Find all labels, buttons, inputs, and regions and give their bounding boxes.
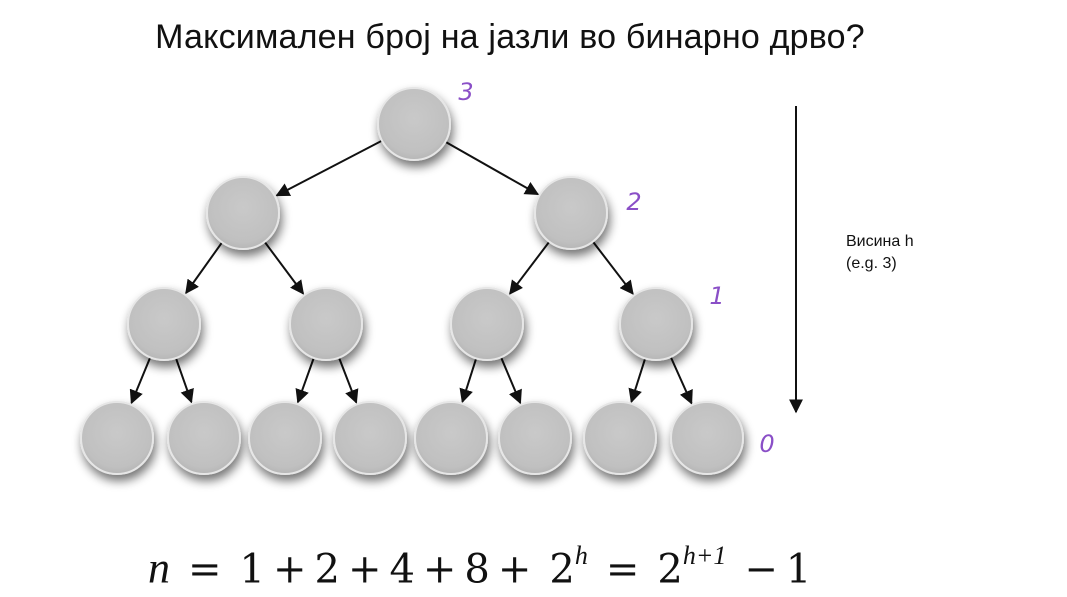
formula-lhs: n [148,543,170,593]
tree-edge-2-1-right [338,357,359,404]
tree-edge-1-1-right [592,240,634,295]
tree-edge-0-0-right [444,140,540,196]
tree-node-level3-5 [498,401,572,475]
formula-equals: = [188,546,222,593]
tree-node-level3-4 [414,401,488,475]
level-mark-2: 1 [709,282,724,310]
tree-edge-2-3-right [669,356,693,405]
formula-minus: − [744,546,778,593]
formula-equals-2: = [605,546,640,593]
level-mark-0: 3 [458,78,473,106]
tree-node-level0-0 [377,87,451,161]
tree-edge-0-0-left [275,139,383,197]
formula-result-exponent: h+1 [682,541,727,570]
tree-edge-2-2-left [459,357,478,404]
height-label-line2: (e.g. 3) [846,255,897,272]
tree-node-level1-0 [206,176,280,250]
formula-term-2h-exponent: h [574,541,588,570]
tree-node-level1-1 [534,176,608,250]
formula-term-2h-base: 2 [549,546,575,593]
height-label-line1: Висина h [846,233,914,250]
tree-edge-2-0-left [129,356,152,405]
tree-node-level3-2 [248,401,322,475]
level-annotations: 3 2 1 0 [458,78,774,458]
formula-plus-2: + [347,546,382,593]
formula-result-base: 2 [657,546,683,593]
slide-title: Максимален број на јазли во бинарно дрво… [155,18,865,56]
tree-edge-2-1-left [295,357,315,404]
tree-node-level3-6 [583,401,657,475]
formula-term-8: 8 [464,546,490,593]
formula-term-4: 4 [389,546,415,593]
tree-edge-1-0-left [185,241,223,295]
tree-node-level3-7 [670,401,744,475]
formula-plus-3: + [422,546,457,593]
formula-term-1: 1 [239,546,265,593]
tree-node-level2-1 [289,287,363,361]
tree-edge-2-3-left [628,357,647,404]
tree-nodes [80,87,744,475]
formula-plus-4: + [497,546,532,593]
height-label: Висина h (e.g. 3) [846,231,914,275]
tree-edge-1-0-right [263,241,305,295]
tree-edges [129,139,693,405]
tree-node-level2-2 [450,287,524,361]
tree-edge-2-0-right [174,357,194,404]
level-mark-1: 2 [626,188,641,216]
formula-term-2: 2 [314,546,340,593]
tree-node-level3-1 [167,401,241,475]
tree-node-level3-3 [333,401,407,475]
tree-node-level2-0 [127,287,201,361]
tree-node-level2-3 [619,287,693,361]
formula-one: 1 [785,546,812,593]
node-count-formula: n=1+2+4+8+2h=2h+1−1 [148,532,908,592]
tree-edge-1-1-left [509,241,551,295]
tree-node-level3-0 [80,401,154,475]
level-mark-3: 0 [759,430,774,458]
tree-edge-2-2-right [500,356,522,405]
formula-plus-1: + [272,546,307,593]
